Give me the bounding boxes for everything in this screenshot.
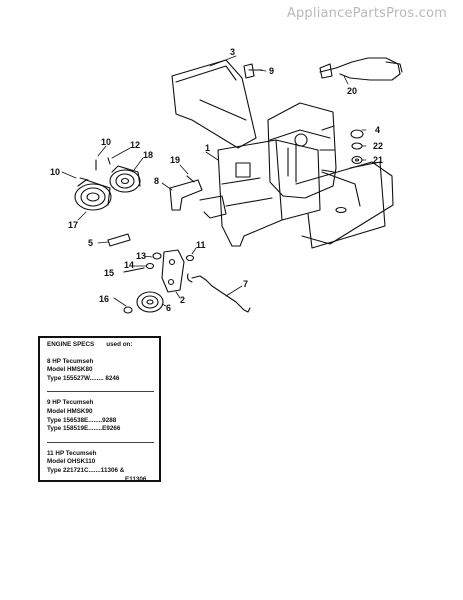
callout-19: 19 bbox=[170, 155, 180, 165]
spring bbox=[186, 273, 251, 313]
callout-5: 5 bbox=[88, 238, 93, 248]
callout-9: 9 bbox=[269, 66, 274, 76]
specs-used-on: used on: bbox=[106, 341, 133, 348]
callout-labels: 3 9 20 4 22 21 10 12 18 10 19 1 8 17 5 1… bbox=[50, 47, 383, 313]
specs-header: ENGINE SPECS used on: bbox=[47, 341, 154, 350]
watermark: AppliancePartsPros.com bbox=[286, 6, 447, 21]
callout-3: 3 bbox=[230, 47, 235, 57]
callout-15: 15 bbox=[104, 268, 114, 278]
power-cord bbox=[319, 57, 403, 81]
key bbox=[107, 233, 131, 247]
callout-2: 2 bbox=[180, 295, 185, 305]
specs-line: Type 158519E........E9266 bbox=[47, 425, 121, 433]
engine-housing bbox=[267, 102, 394, 249]
callout-8: 8 bbox=[154, 176, 159, 186]
frame-plate bbox=[217, 139, 321, 247]
callout-11: 11 bbox=[196, 240, 206, 250]
callout-14: 14 bbox=[124, 260, 134, 270]
idler-hardware bbox=[123, 252, 195, 273]
idler-pulley bbox=[136, 291, 164, 313]
specs-group-8hp: 8 HP Tecumseh Model HMSK80 Type 155527W.… bbox=[47, 358, 154, 393]
callout-16: 16 bbox=[99, 294, 109, 304]
callout-10-lower: 10 bbox=[50, 167, 60, 177]
callout-20: 20 bbox=[347, 86, 357, 96]
bolt-9 bbox=[243, 63, 263, 79]
specs-line: Model HMSK90 bbox=[47, 407, 93, 415]
bracket bbox=[169, 175, 227, 219]
specs-line: 9 HP Tecumseh bbox=[47, 399, 94, 407]
specs-group-11hp: 11 HP Tecumseh Model OHSK110 Type 221721… bbox=[47, 450, 154, 492]
callout-6: 6 bbox=[166, 303, 171, 313]
specs-line: Type 155527W........ 8246 bbox=[47, 374, 120, 382]
belt-guard bbox=[171, 59, 257, 149]
callout-12: 12 bbox=[130, 140, 140, 150]
callout-17: 17 bbox=[68, 220, 78, 230]
callout-13: 13 bbox=[136, 251, 146, 261]
callout-21: 21 bbox=[373, 155, 383, 165]
nut-16 bbox=[123, 306, 133, 314]
specs-line: E11306 bbox=[125, 475, 147, 483]
callout-22: 22 bbox=[373, 141, 383, 151]
specs-title: ENGINE SPECS bbox=[47, 341, 95, 348]
callout-10-upper: 10 bbox=[101, 137, 111, 147]
specs-line: Type 221721C.......11306 & bbox=[47, 466, 125, 474]
specs-line: Model HMSK80 bbox=[47, 366, 93, 374]
specs-line: 8 HP Tecumseh bbox=[47, 357, 94, 365]
hardware-stack bbox=[350, 129, 364, 165]
specs-line: Model OHSK110 bbox=[47, 458, 96, 466]
specs-line: Type 156538E........9288 bbox=[47, 416, 117, 424]
specs-line: 11 HP Tecumseh bbox=[47, 449, 97, 457]
engine-pulley bbox=[74, 179, 112, 211]
callout-7: 7 bbox=[243, 279, 248, 289]
engine-specs-box: ENGINE SPECS used on: 8 HP Tecumseh Model… bbox=[38, 336, 161, 483]
callout-4: 4 bbox=[375, 125, 380, 135]
leader-lines bbox=[61, 55, 367, 307]
screws bbox=[79, 157, 111, 181]
drive-pulley bbox=[109, 165, 141, 193]
callout-1: 1 bbox=[205, 143, 210, 153]
idler-arm bbox=[161, 249, 185, 293]
specs-group-9hp: 9 HP Tecumseh Model HMSK90 Type 156538E.… bbox=[47, 399, 154, 443]
callout-18: 18 bbox=[143, 150, 153, 160]
